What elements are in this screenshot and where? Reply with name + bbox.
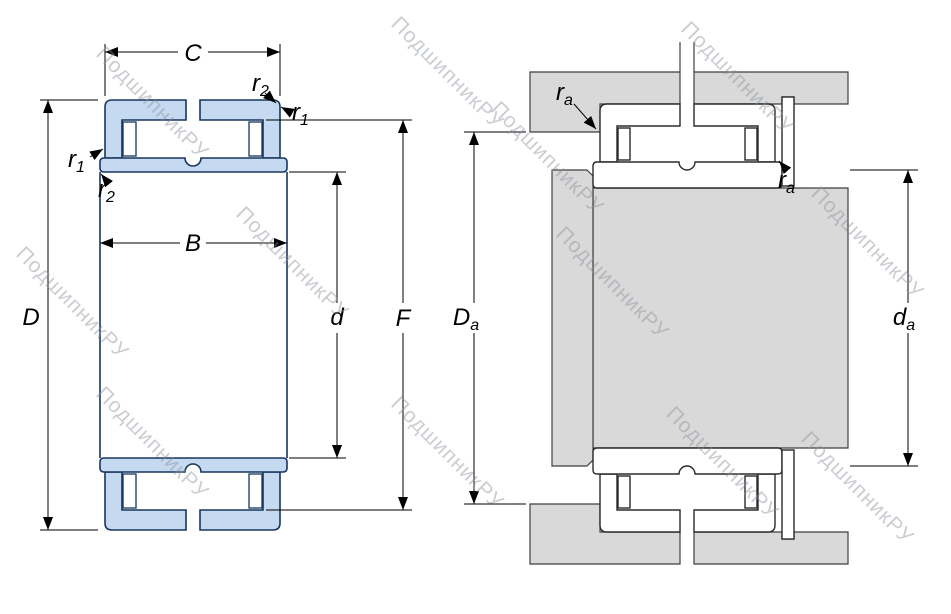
leader-line (573, 103, 597, 130)
watermark-text: ПодшипникРУ (231, 202, 353, 324)
radius-callout-r2-left: r2 (98, 173, 115, 206)
leader-line (280, 106, 295, 118)
locating-washer-bottom (781, 449, 795, 540)
label-d: d (330, 304, 344, 331)
outer-ring-top-right (199, 99, 281, 159)
leader-line (263, 90, 277, 104)
outer-ring-bottom-right (199, 471, 281, 531)
dimension-B: B (100, 230, 287, 257)
inner-ring-faces (99, 172, 288, 458)
outer-ring-top-section (104, 99, 281, 159)
inner-ring-bottom (592, 447, 783, 475)
label-r1: r1 (292, 99, 309, 129)
leader-line (89, 148, 104, 161)
leader-line (100, 173, 114, 188)
needle-roller (617, 475, 631, 509)
radius-callout-ra-housing: ra (556, 79, 597, 130)
needle-roller (744, 475, 758, 509)
leader-line (778, 160, 792, 175)
label-r1: r1 (68, 146, 85, 176)
inner-ring-bottom-section (99, 457, 288, 473)
inner-ring-top (99, 157, 288, 173)
outer-ring-bottom-right (693, 473, 776, 533)
label-ra: ra (778, 167, 795, 197)
shaft-shoulder (551, 169, 594, 467)
outer-ring-bottom-left (104, 471, 187, 531)
label-da: da (893, 304, 915, 334)
label-r2: r2 (252, 70, 269, 100)
dimension-Da: Da (453, 131, 526, 505)
radius-callout-r1-left: r1 (68, 146, 104, 176)
inner-ring-top-section (99, 157, 288, 173)
housing (529, 42, 849, 565)
label-F: F (396, 305, 412, 332)
needle-roller (248, 121, 263, 157)
radius-callout-ra-shaft: ra (778, 160, 795, 197)
inner-ring-top (592, 161, 783, 189)
label-C: C (184, 40, 202, 67)
outer-ring-top-left (599, 103, 681, 163)
radius-callout-r1-right: r1 (280, 99, 309, 129)
dimension-F: F (266, 119, 412, 511)
label-B: B (185, 230, 201, 257)
housing-bottom-right (693, 531, 849, 565)
watermark-text: ПодшипникРУ (386, 392, 508, 514)
inner-ring-bottom (99, 457, 288, 473)
right-view-mounted-arrangement: Da da ra ra (453, 42, 918, 565)
watermark-text: ПодшипникРУ (796, 427, 918, 549)
needle-roller (122, 121, 137, 157)
label-r2: r2 (98, 176, 115, 206)
needle-rollers-top (122, 121, 263, 157)
needle-rollers-bottom (122, 473, 263, 509)
mounted-bearing-top-section (592, 96, 795, 189)
outer-ring-bottom-left (599, 473, 681, 533)
dimension-d: d (289, 171, 346, 459)
radius-callout-r2-top: r2 (252, 70, 277, 104)
label-Da: Da (453, 304, 479, 334)
needle-roller (744, 127, 758, 161)
outer-ring-top-right (693, 103, 776, 163)
needle-roller (248, 473, 263, 509)
mounted-bearing-bottom-section (592, 447, 795, 540)
outer-ring-top-left (104, 99, 187, 159)
shaft (551, 169, 849, 467)
dimension-C: C (104, 40, 281, 96)
left-view-bearing-cross-section: C B D d F (22, 40, 412, 531)
needle-roller (617, 127, 631, 161)
dimension-D: D (22, 99, 98, 531)
dimension-da: da (850, 169, 918, 467)
label-ra: ra (556, 79, 573, 109)
outer-ring-bottom-section (104, 471, 281, 531)
label-D: D (22, 304, 39, 331)
housing-bottom-left (529, 503, 681, 565)
needle-roller (122, 473, 137, 509)
